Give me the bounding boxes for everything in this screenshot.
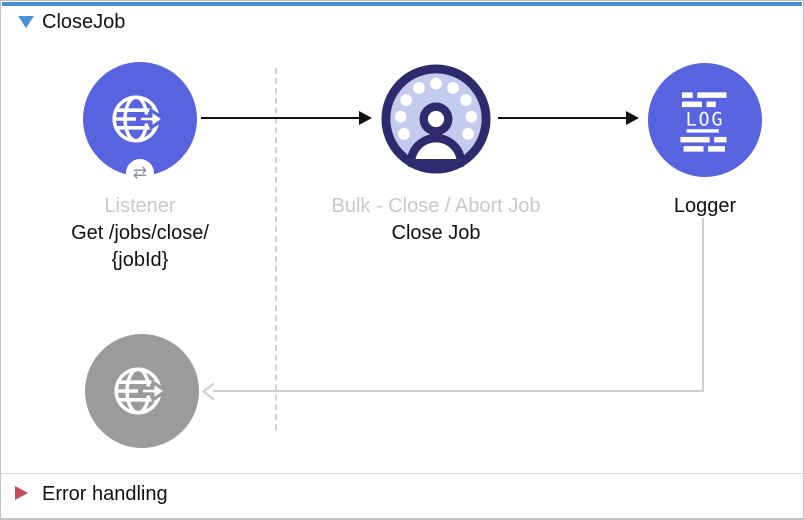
flow-title: CloseJob bbox=[42, 11, 126, 33]
bulk-dots bbox=[394, 77, 478, 140]
collapse-triangle-icon[interactable] bbox=[18, 16, 34, 28]
response-connector-horizontal[interactable] bbox=[213, 390, 704, 392]
log-icon-text: LOG bbox=[686, 109, 725, 130]
http-exchange-badge: ⇄ bbox=[126, 159, 154, 187]
connector-listener-to-closejob[interactable] bbox=[201, 117, 361, 119]
arrowhead-left-icon bbox=[202, 382, 215, 401]
globe-arrow-icon bbox=[114, 367, 168, 415]
closejob-node[interactable] bbox=[380, 63, 492, 175]
bulk-user-icon bbox=[406, 102, 466, 168]
error-handling-section[interactable]: Error handling bbox=[1, 474, 803, 518]
logger-caption: Logger bbox=[673, 195, 737, 217]
listener-caption-line2: {jobId} bbox=[111, 249, 169, 271]
source-flow-separator bbox=[275, 68, 277, 430]
log-icon: LOG bbox=[680, 92, 727, 152]
logger-node[interactable]: LOG bbox=[648, 63, 762, 177]
exchange-arrows-icon: ⇄ bbox=[132, 163, 148, 182]
listener-type-label: Listener bbox=[104, 195, 176, 217]
arrowhead-right-icon bbox=[359, 111, 372, 125]
error-section-divider bbox=[1, 473, 803, 474]
listener-node[interactable]: ⇄ bbox=[83, 62, 197, 187]
closejob-type-label: Bulk - Close / Abort Job bbox=[331, 195, 541, 217]
error-handling-label: Error handling bbox=[42, 483, 168, 505]
connector-closejob-to-logger[interactable] bbox=[498, 117, 628, 119]
listener-caption-line1: Get /jobs/close/ bbox=[71, 222, 209, 244]
flow-header: CloseJob bbox=[1, 1, 803, 41]
expand-triangle-icon[interactable] bbox=[15, 486, 28, 500]
closejob-caption: Close Job bbox=[391, 222, 481, 244]
response-connector-vertical[interactable] bbox=[702, 218, 704, 392]
flow-selection-highlight bbox=[2, 2, 802, 6]
globe-arrow-icon bbox=[112, 95, 166, 143]
arrowhead-right-icon bbox=[626, 111, 639, 125]
response-node[interactable] bbox=[85, 334, 199, 448]
